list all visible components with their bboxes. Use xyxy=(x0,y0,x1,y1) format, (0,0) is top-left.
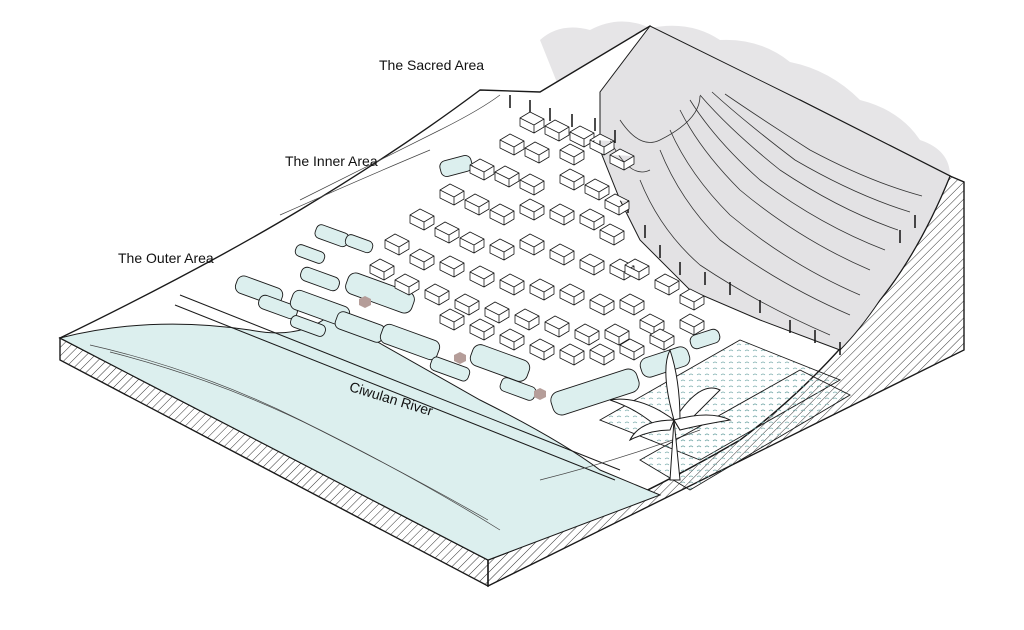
house xyxy=(464,193,490,216)
contour-lines xyxy=(609,91,923,336)
house xyxy=(609,148,635,171)
house xyxy=(434,221,460,244)
house xyxy=(544,119,570,142)
house xyxy=(559,283,585,306)
house xyxy=(599,223,625,246)
house xyxy=(494,165,520,188)
house xyxy=(409,248,435,271)
house xyxy=(619,338,645,361)
riverbank-road xyxy=(179,294,621,471)
banana-tree-icon xyxy=(609,348,732,481)
house xyxy=(469,265,495,288)
house xyxy=(559,343,585,366)
house xyxy=(459,231,485,254)
house xyxy=(439,308,465,331)
house xyxy=(499,133,525,156)
house xyxy=(519,198,545,221)
forest-fence xyxy=(509,95,916,355)
house xyxy=(679,313,705,336)
house xyxy=(439,255,465,278)
house xyxy=(499,328,525,351)
house xyxy=(529,338,555,361)
house xyxy=(439,183,465,206)
house xyxy=(589,293,615,316)
house xyxy=(559,143,585,166)
house xyxy=(424,283,450,306)
house xyxy=(579,253,605,276)
house xyxy=(519,111,545,134)
house xyxy=(584,178,610,201)
house xyxy=(469,318,495,341)
house xyxy=(454,293,480,316)
house xyxy=(519,233,545,256)
house xyxy=(524,141,550,164)
house xyxy=(544,315,570,338)
house xyxy=(624,258,650,281)
house xyxy=(489,203,515,226)
hexagon-marker-icon xyxy=(359,296,371,308)
house xyxy=(489,238,515,261)
house xyxy=(574,323,600,346)
house xyxy=(369,258,395,281)
riverbank-road-edge xyxy=(174,304,616,481)
house xyxy=(589,133,615,156)
house xyxy=(589,343,615,366)
house xyxy=(469,158,495,181)
house xyxy=(394,273,420,296)
house xyxy=(654,273,680,296)
house xyxy=(514,308,540,331)
sacred-forest-slope xyxy=(599,25,951,351)
outer-area-label: The Outer Area xyxy=(118,250,214,266)
hexagon-marker-icon xyxy=(534,388,546,400)
house xyxy=(569,125,595,148)
house xyxy=(499,273,525,296)
house xyxy=(604,323,630,346)
house xyxy=(484,301,510,324)
inner-area-label: The Inner Area xyxy=(285,153,378,169)
house xyxy=(679,288,705,311)
house xyxy=(579,208,605,231)
sacred-area-label: The Sacred Area xyxy=(379,57,485,73)
house xyxy=(384,233,410,256)
hexagon-marker-icon xyxy=(454,352,466,364)
house xyxy=(529,278,555,301)
house xyxy=(619,293,645,316)
house xyxy=(549,243,575,266)
house xyxy=(409,208,435,231)
house xyxy=(549,203,575,226)
house xyxy=(604,193,630,216)
fish-ponds xyxy=(234,155,721,416)
house xyxy=(559,168,585,191)
village-houses xyxy=(369,111,705,366)
house xyxy=(649,328,675,351)
terrain-lines xyxy=(89,94,701,531)
house xyxy=(519,173,545,196)
hexagon-markers xyxy=(359,296,546,400)
